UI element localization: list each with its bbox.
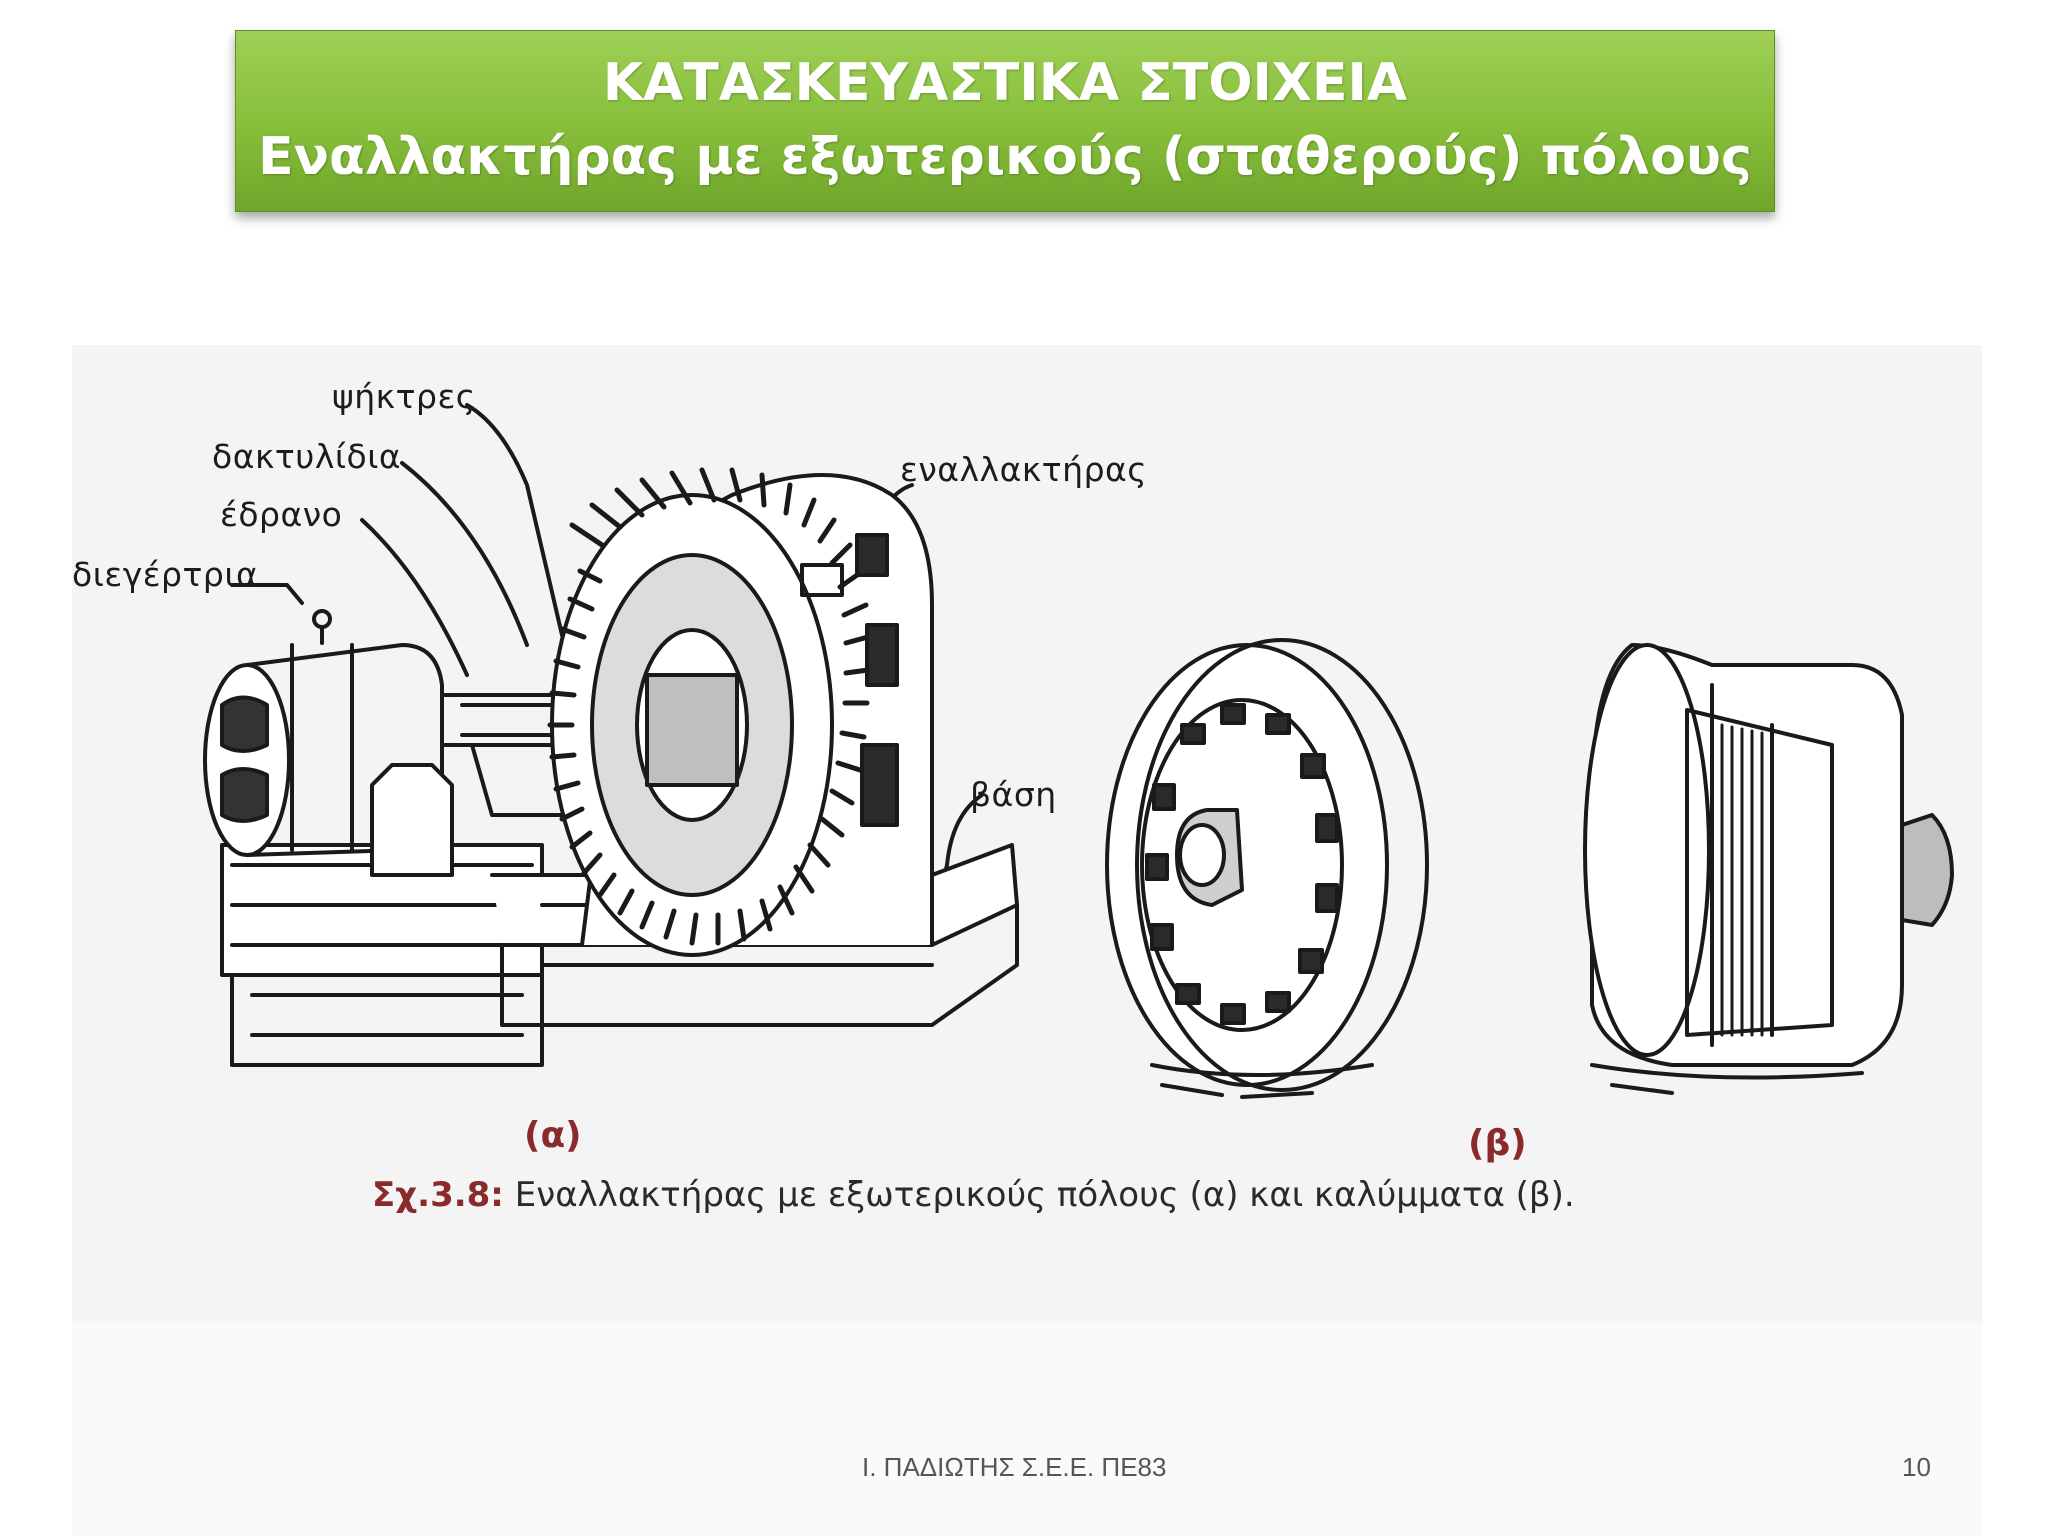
alternator-drawing bbox=[203, 403, 1954, 1099]
label-enallaktiras: εναλλακτήρας bbox=[900, 450, 1148, 489]
label-vasi: βάση bbox=[970, 775, 1057, 814]
figure-caption: Σχ.3.8: Εναλλακτήρας με εξωτερικούς πόλο… bbox=[372, 1175, 1575, 1215]
label-diegertria: διεγέρτρια bbox=[72, 555, 259, 594]
caption-text: Εναλλακτήρας με εξωτερικούς πόλους (α) κ… bbox=[514, 1175, 1575, 1215]
sublabel-a: (α) bbox=[524, 1115, 582, 1156]
sublabel-b: (β) bbox=[1468, 1123, 1527, 1164]
slide-subtitle: Εναλλακτήρας με εξωτερικούς (σταθερούς) … bbox=[258, 127, 1752, 187]
slide-title: ΚΑΤΑΣΚΕΥΑΣΤΙΚΑ ΣΤΟΙΧΕΙΑ bbox=[602, 53, 1408, 113]
lower-band bbox=[72, 1323, 1982, 1536]
label-psiktres: ψήκτρες bbox=[332, 377, 476, 416]
footer-author: Ι. ΠΑΔΙΩΤΗΣ Σ.Ε.Ε. ΠΕ83 bbox=[862, 1452, 1167, 1482]
alternator-figure: ψήκτρες δακτυλίδια έδρανο διεγέρτρια ενα… bbox=[72, 345, 1982, 1323]
page-number: 10 bbox=[1902, 1452, 1931, 1482]
label-daktylidia: δακτυλίδια bbox=[212, 437, 402, 476]
title-banner: ΚΑΤΑΣΚΕΥΑΣΤΙΚΑ ΣΤΟΙΧΕΙΑ Εναλλακτήρας με … bbox=[235, 30, 1775, 212]
label-edrano: έδρανο bbox=[220, 495, 343, 534]
caption-number: Σχ.3.8: bbox=[372, 1175, 504, 1215]
